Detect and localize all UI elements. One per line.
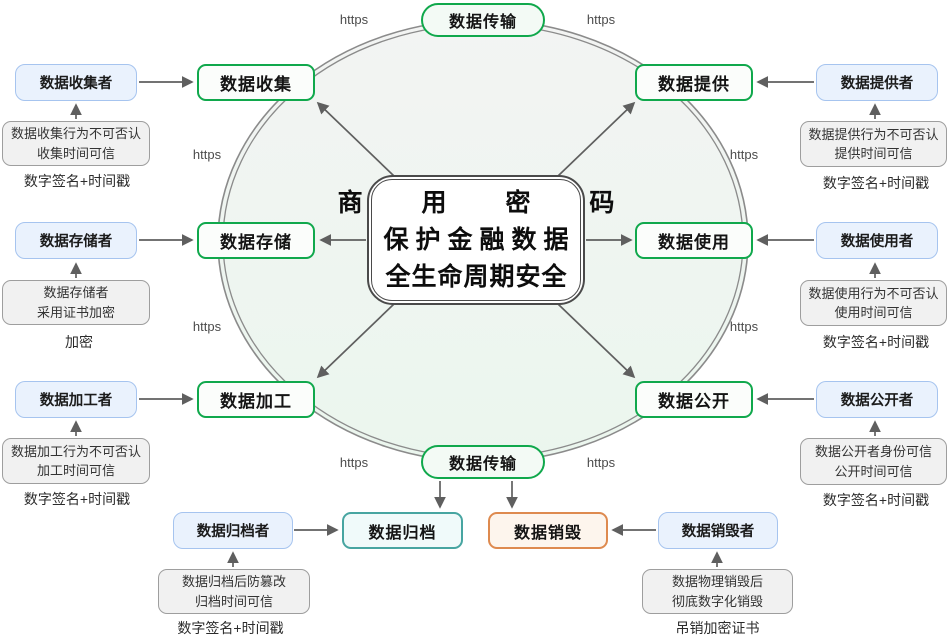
note-store: 数据存储者 采用证书加密 [2, 280, 150, 325]
note-store-line2: 采用证书加密 [36, 304, 115, 320]
note-store-line1: 数据存储者 [43, 285, 109, 300]
https-label-right-lower: https [729, 318, 759, 334]
center-title-line3: 全生命周期安全 [385, 262, 568, 291]
note-use: 数据使用行为不可否认 使用时间可信 [800, 280, 947, 326]
arrow-center-to-process [316, 303, 395, 379]
https-label-top-left: https [339, 11, 369, 27]
caption-store: 加密 [65, 333, 93, 350]
node-stage-process: 数据加工 [197, 381, 315, 418]
caption-collect: 数字签名+时间戳 [23, 172, 131, 189]
arrow-layer [70, 76, 881, 567]
node-actor-user: 数据使用者 [816, 222, 938, 259]
node-transmission-top: 数据传输 [421, 3, 545, 37]
https-label-top-right: https [586, 11, 616, 27]
caption-use: 数字签名+时间戳 [822, 333, 930, 350]
note-destroy: 数据物理销毁后 彻底数字化销毁 [642, 569, 793, 614]
node-stage-use: 数据使用 [635, 222, 753, 259]
note-process-line1: 数据加工行为不可否认 [10, 443, 141, 459]
arrow-center-to-collect [316, 101, 395, 177]
note-archive: 数据归档后防篡改 归档时间可信 [158, 569, 310, 614]
node-stage-archive: 数据归档 [342, 512, 463, 549]
note-publish: 数据公开者身份可信 公开时间可信 [800, 438, 947, 485]
note-use-line2: 使用时间可信 [834, 305, 913, 320]
node-stage-collect: 数据收集 [197, 64, 315, 101]
node-actor-collector: 数据收集者 [15, 64, 137, 101]
center-title-box: 商 用 密 码 保护金融数据 全生命周期安全 [338, 175, 614, 305]
https-label-bottom-left: https [339, 454, 369, 470]
note-destroy-line2: 彻底数字化销毁 [671, 593, 763, 609]
node-actor-storer: 数据存储者 [15, 222, 137, 259]
caption-publish: 数字签名+时间戳 [822, 491, 930, 508]
caption-provide: 数字签名+时间戳 [822, 174, 930, 191]
node-actor-archiver: 数据归档者 [173, 512, 293, 549]
note-provide: 数据提供行为不可否认 提供时间可信 [800, 121, 947, 167]
https-label-left-upper: https [192, 146, 222, 162]
node-actor-processor: 数据加工者 [15, 381, 137, 418]
center-title-line1: 商 用 密 码 [337, 188, 641, 217]
note-provide-line2: 提供时间可信 [834, 146, 913, 161]
node-stage-provide: 数据提供 [635, 64, 753, 101]
center-title-line2: 保护金融数据 [383, 225, 576, 254]
arrow-center-to-publish [557, 303, 636, 379]
node-stage-publish: 数据公开 [635, 381, 753, 418]
node-transmission-bottom: 数据传输 [421, 445, 545, 479]
note-collect-line2: 收集时间可信 [36, 145, 115, 161]
note-destroy-line1: 数据物理销毁后 [671, 574, 763, 589]
arrow-center-to-provide [557, 101, 636, 177]
https-label-bottom-right: https [586, 454, 616, 470]
note-archive-line2: 归档时间可信 [194, 593, 273, 609]
node-stage-destroy: 数据销毁 [488, 512, 608, 549]
note-process: 数据加工行为不可否认 加工时间可信 [2, 438, 150, 484]
note-collect-line1: 数据收集行为不可否认 [10, 126, 141, 141]
note-use-line1: 数据使用行为不可否认 [808, 285, 939, 301]
https-label-right-upper: https [729, 146, 759, 162]
note-provide-line1: 数据提供行为不可否认 [808, 126, 939, 142]
note-publish-line1: 数据公开者身份可信 [814, 444, 932, 459]
node-actor-destroyer: 数据销毁者 [658, 512, 778, 549]
note-publish-line2: 公开时间可信 [834, 463, 913, 479]
center-title-inner: 商 用 密 码 保护金融数据 全生命周期安全 [338, 179, 614, 301]
note-archive-line1: 数据归档后防篡改 [181, 574, 286, 589]
https-label-left-lower: https [192, 318, 222, 334]
caption-archive: 数字签名+时间戳 [177, 619, 284, 636]
node-actor-publisher: 数据公开者 [816, 381, 938, 418]
note-collect: 数据收集行为不可否认 收集时间可信 [2, 121, 150, 166]
caption-process: 数字签名+时间戳 [23, 490, 131, 507]
caption-destroy: 吊销加密证书 [675, 619, 760, 636]
node-actor-provider: 数据提供者 [816, 64, 938, 101]
note-process-line2: 加工时间可信 [36, 463, 115, 478]
node-stage-store: 数据存储 [197, 222, 315, 259]
